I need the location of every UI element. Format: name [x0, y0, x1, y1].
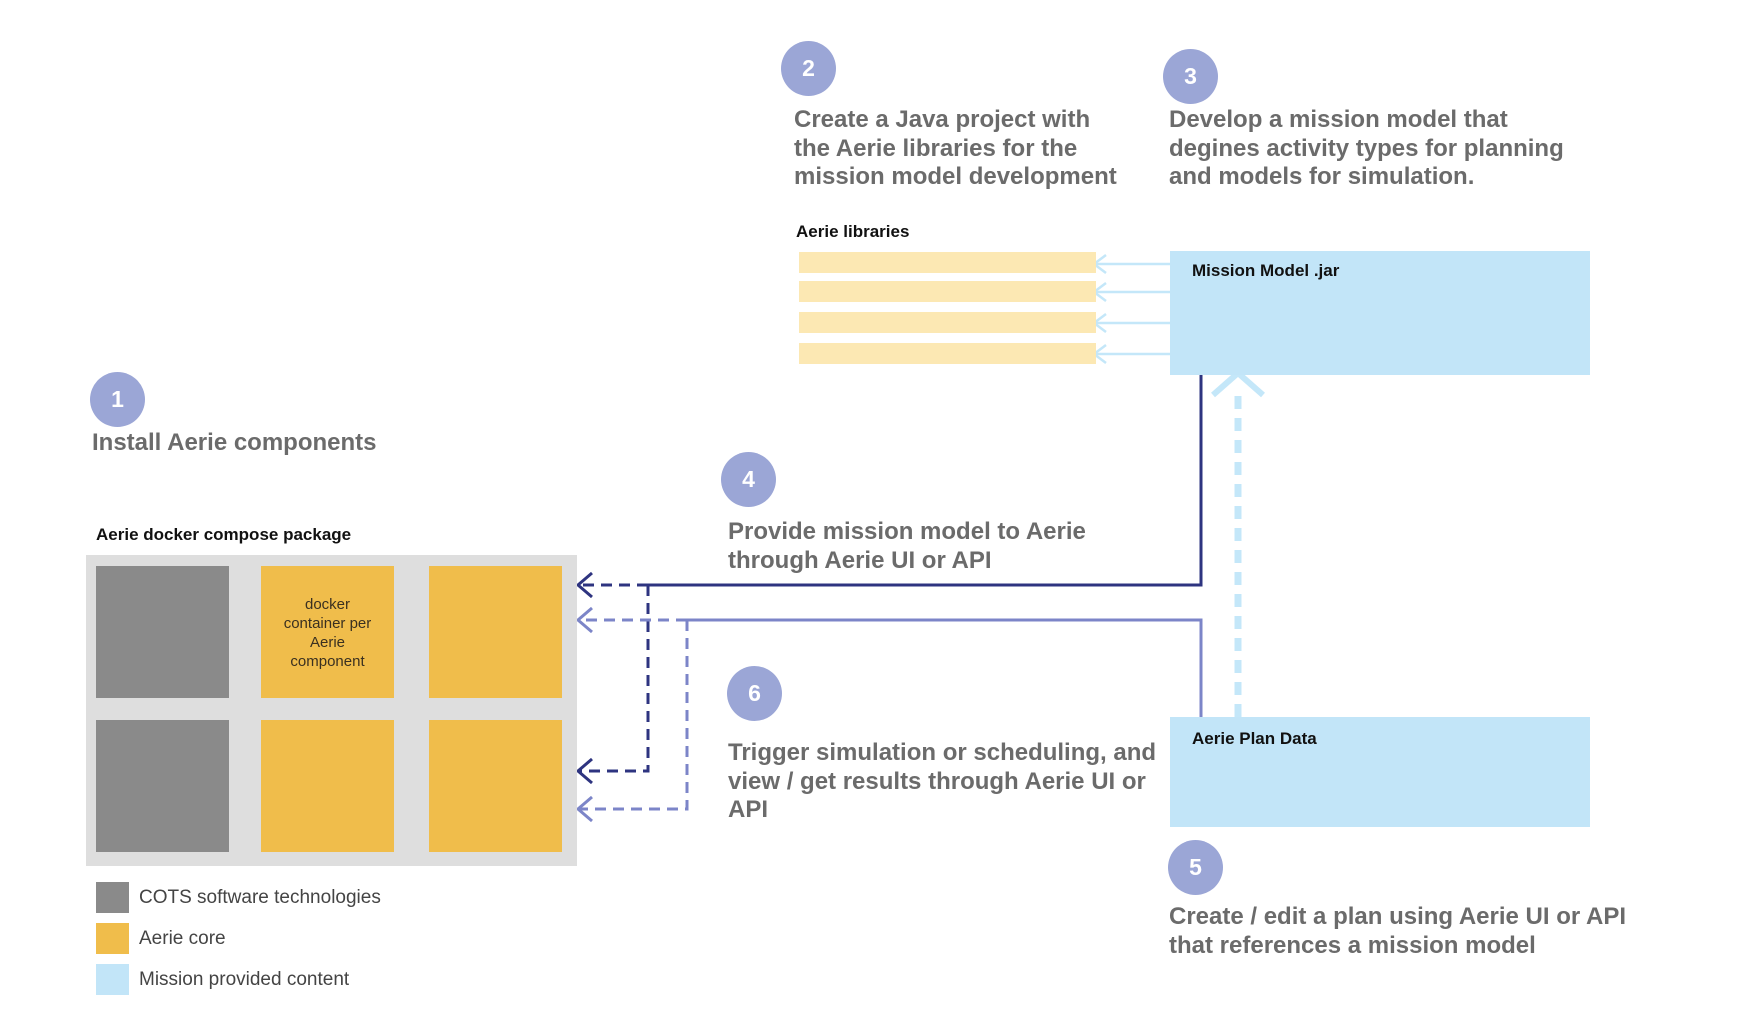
- cots-tile-2: [96, 720, 229, 852]
- step-3-badge: 3: [1163, 49, 1218, 104]
- step-3-line-3: and models for simulation.: [1169, 163, 1475, 190]
- library-arrows: [1091, 254, 1170, 364]
- aerie-library-bar-1: [799, 252, 1096, 273]
- plan-reference-arrow: [1211, 369, 1265, 717]
- mission-model-jar-label: Mission Model .jar: [1192, 261, 1340, 280]
- aerie-library-bar-2: [799, 281, 1096, 302]
- aerie-library-bar-3: [799, 312, 1096, 333]
- step-5-text: Create / edit a plan using Aerie UI or A…: [1169, 903, 1626, 960]
- legend-swatch-aerie-core: [96, 923, 129, 954]
- aerie-core-tile-4: [429, 720, 562, 852]
- step-4-line-2: through Aerie UI or API: [728, 546, 992, 574]
- step-6-text: Trigger simulation or scheduling, and vi…: [728, 739, 1156, 825]
- package-title: Aerie docker compose package: [96, 525, 352, 544]
- step-6-line-2: view / get results through Aerie UI or: [728, 767, 1146, 795]
- step-3-text: Develop a mission model that degines act…: [1169, 106, 1564, 192]
- step-2-line-3: mission model development: [794, 163, 1117, 190]
- step-6-line-1: Trigger simulation or scheduling, and: [728, 739, 1157, 766]
- tile-text-line-2: container per: [283, 615, 372, 632]
- provide-model-connector: [575, 375, 1203, 785]
- aerie-library-bar-4: [799, 343, 1096, 364]
- cots-tile-1: [96, 566, 229, 698]
- aerie-libraries-label: Aerie libraries: [796, 222, 910, 241]
- step-4-badge: 4: [721, 452, 776, 507]
- simulation-connector: [575, 606, 1203, 823]
- legend-item-mission-content: Mission provided content: [96, 964, 349, 995]
- aerie-core-tile-1: [261, 566, 394, 698]
- step-1-text: Install Aerie components: [92, 429, 377, 458]
- aerie-plan-data-box: [1170, 717, 1590, 827]
- legend-item-aerie-core: Aerie core: [96, 923, 226, 954]
- step-1-line-1: Install Aerie components: [92, 429, 377, 456]
- legend-label-aerie-core: Aerie core: [139, 927, 226, 949]
- mission-model-jar-box: [1170, 251, 1590, 375]
- step-5-line-2: that references a mission model: [1169, 931, 1536, 959]
- legend-label-mission-content: Mission provided content: [139, 968, 350, 990]
- step-2-line-2: the Aerie libraries for the: [794, 134, 1078, 162]
- step-5-badge: 5: [1168, 840, 1223, 895]
- tile-text-line-4: component: [290, 653, 365, 670]
- step-4-line-1: Provide mission model to Aerie: [728, 518, 1086, 545]
- step-1-badge: 1: [90, 372, 145, 427]
- step-4-text: Provide mission model to Aerie through A…: [728, 518, 1086, 575]
- step-2-text: Create a Java project with the Aerie lib…: [794, 106, 1117, 192]
- step-6-line-3: API: [728, 796, 769, 823]
- aerie-plan-data-label: Aerie Plan Data: [1192, 729, 1317, 748]
- step-5-line-1: Create / edit a plan using Aerie UI or A…: [1169, 903, 1626, 930]
- legend-item-cots: COTS software technologies: [96, 882, 381, 913]
- step-6-badge: 6: [727, 666, 782, 721]
- aerie-core-tile-2: [429, 566, 562, 698]
- docker-container-note: docker container per Aerie component: [261, 595, 394, 671]
- step-3-line-1: Develop a mission model that: [1169, 106, 1508, 133]
- step-2-line-1: Create a Java project with: [794, 106, 1091, 133]
- legend-swatch-cots: [96, 882, 129, 913]
- tile-text-line-1: docker: [304, 596, 351, 613]
- aerie-core-tile-3: [261, 720, 394, 852]
- tile-text-line-3: Aerie: [309, 634, 346, 651]
- step-3-line-2: degines activity types for planning: [1169, 134, 1564, 162]
- legend-swatch-mission-content: [96, 964, 129, 995]
- step-2-badge: 2: [781, 41, 836, 96]
- legend-label-cots: COTS software technologies: [139, 886, 381, 908]
